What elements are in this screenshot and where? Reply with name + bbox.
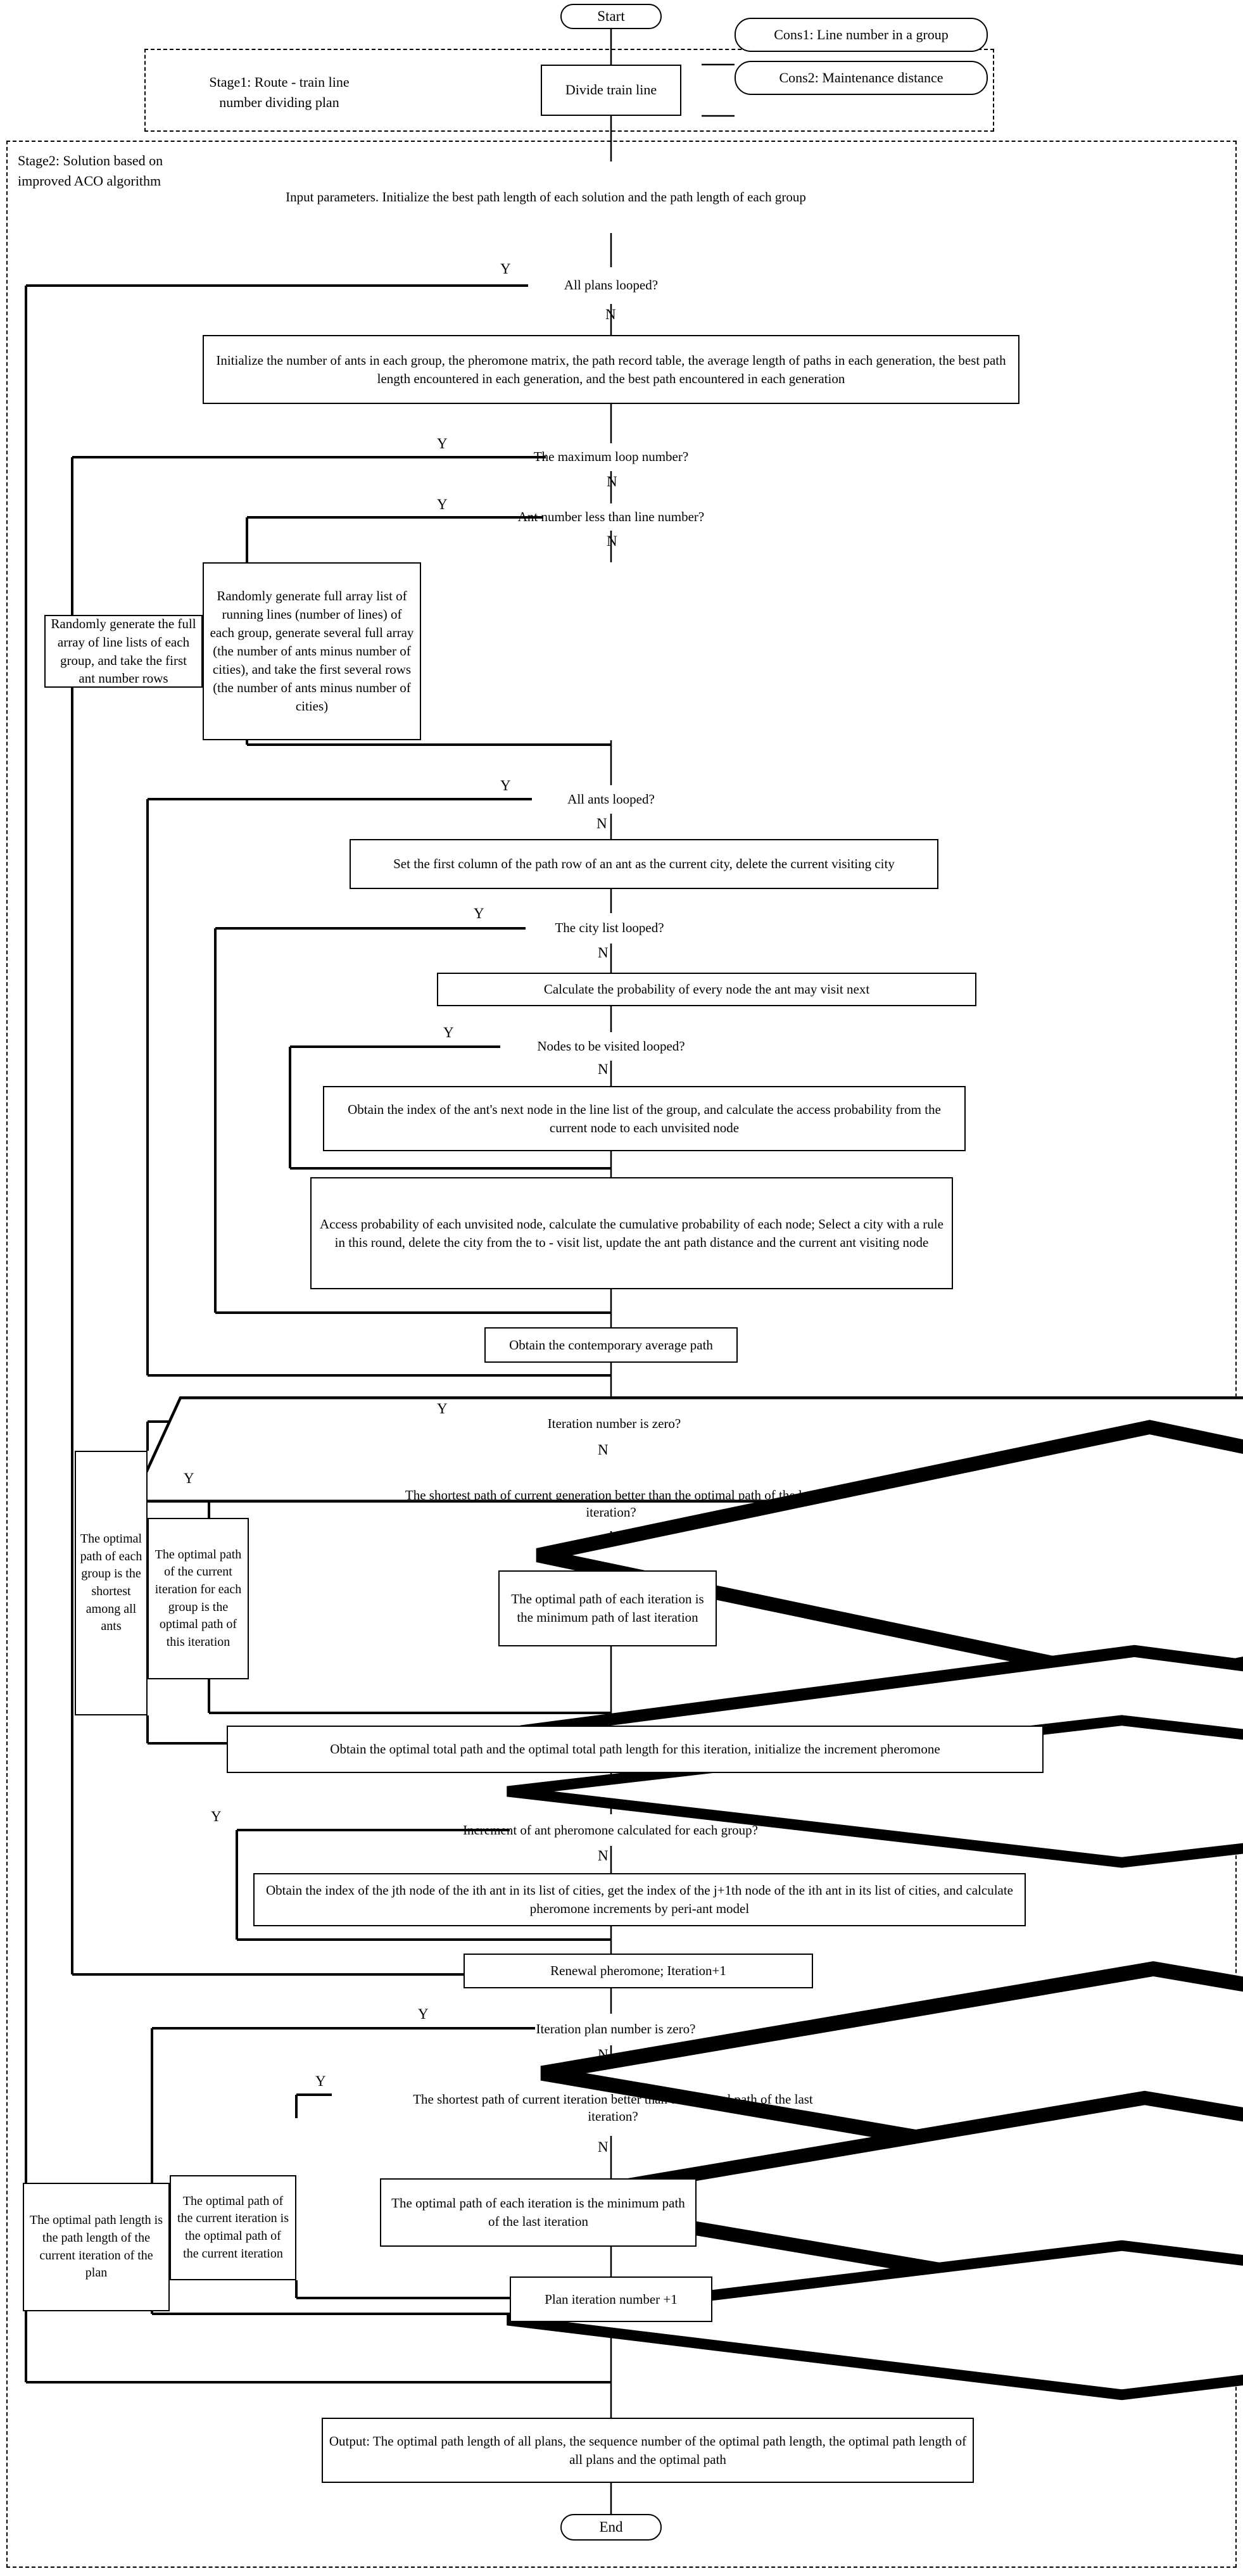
branch-n-iteration-plan-zero: N <box>598 2047 609 2062</box>
obtain-optimal-total-node: Obtain the optimal total path and the op… <box>227 1726 1044 1773</box>
decision-increment-pheromone-group: Increment of ant pheromone calculated fo… <box>237 1814 984 1847</box>
decision-ant-number-less: Ant number less than line number? <box>500 503 1243 1868</box>
optimal-path-group-shortest-node: The optimal path of each group is the sh… <box>75 1451 148 1715</box>
branch-n-all-ants: N <box>596 816 607 831</box>
branch-y-nodes-visited: Y <box>443 1025 454 1040</box>
branch-n-increment-pheromone: N <box>598 1848 609 1864</box>
input-parameters-label: Input parameters. Initialize the best pa… <box>286 189 806 205</box>
input-parameters-node: Input parameters. Initialize the best pa… <box>131 161 1243 1503</box>
decision-shortest-gen-better: The shortest path of current generation … <box>209 1475 1013 1532</box>
stage1-label: Stage1: Route - train line number dividi… <box>209 74 350 110</box>
branch-n-nodes-visited: N <box>598 1061 609 1077</box>
access-probability-node: Access probability of each unvisited nod… <box>310 1177 953 1289</box>
decision-iteration-plan-zero: Iteration plan number is zero? <box>535 2014 697 2045</box>
branch-y-iteration-zero: Y <box>437 1401 448 1417</box>
branch-n-city-list: N <box>598 945 609 961</box>
branch-n-shortest-gen: N <box>598 1534 609 1550</box>
output-node: Output: The optimal path length of all p… <box>322 2418 974 2483</box>
branch-y-shortest-gen: Y <box>184 1470 194 1486</box>
decision-shortest-iter-better: The shortest path of current iteration b… <box>296 2080 930 2136</box>
optimal-path-current-iter-group-node: The optimal path of the current iteratio… <box>148 1518 249 1679</box>
random-full-array-right-node: Randomly generate full array list of run… <box>203 562 421 740</box>
end-terminal: End <box>560 2514 662 2541</box>
constraint-2: Cons2: Maintenance distance <box>735 61 988 95</box>
stage2-container <box>6 141 1237 2568</box>
branch-y-city-list: Y <box>474 906 484 921</box>
stage1-container <box>144 49 994 132</box>
random-full-array-left-node: Randomly generate the full array of line… <box>44 615 203 688</box>
optimal-path-each-iter-min2-node: The optimal path of each iteration is th… <box>380 2178 697 2247</box>
branch-n-iteration-zero: N <box>598 1442 609 1458</box>
decision-all-ants-looped: All ants looped? <box>532 785 1243 2185</box>
decision-iteration-number-zero: Iteration number is zero? <box>529 1409 700 1439</box>
optimal-path-length-plan-node: The optimal path length is the path leng… <box>23 2183 170 2311</box>
branch-y-shortest-iter: Y <box>315 2073 326 2089</box>
branch-y-increment-pheromone: Y <box>211 1809 222 1824</box>
branch-y-all-plans: Y <box>500 261 511 277</box>
branch-y-max-loop: Y <box>437 436 448 451</box>
branch-n-max-loop: N <box>607 474 617 489</box>
renewal-pheromone-node: Renewal pheromone; Iteration+1 <box>464 1954 813 1988</box>
branch-y-ant-number: Y <box>437 496 448 512</box>
branch-n-all-plans: N <box>605 306 616 322</box>
branch-n-shortest-iter: N <box>598 2139 609 2155</box>
start-terminal: Start <box>560 4 662 29</box>
branch-n-ant-number: N <box>607 533 617 549</box>
divide-train-line-process: Divide train line <box>541 65 681 116</box>
plan-iteration-number-node: Plan iteration number +1 <box>510 2276 712 2322</box>
obtain-index-jth-node: Obtain the index of the jth node of the … <box>253 1873 1026 1926</box>
branch-y-all-ants: Y <box>500 778 511 793</box>
branch-y-iteration-plan-zero: Y <box>418 2006 429 2022</box>
set-first-column-node: Set the first column of the path row of … <box>350 839 938 889</box>
optimal-path-each-iter-min-node: The optimal path of each iteration is th… <box>498 1570 717 1646</box>
decision-all-plans-looped: All plans looped? <box>528 267 1243 1691</box>
constraint-1: Cons1: Line number in a group <box>735 18 988 52</box>
optimal-path-current-iter-node: The optimal path of the current iteratio… <box>170 2175 296 2280</box>
calculate-probability-node: Calculate the probability of every node … <box>437 973 976 1006</box>
initialize-ants-node: Initialize the number of ants in each gr… <box>203 335 1019 404</box>
obtain-index-next-node: Obtain the index of the ant's next node … <box>323 1086 966 1151</box>
decision-max-loop-number: The maximum loop number? <box>513 443 1243 1818</box>
obtain-average-path-node: Obtain the contemporary average path <box>484 1327 738 1363</box>
decision-nodes-visited-looped: Nodes to be visited looped? <box>500 1032 1243 2401</box>
stage2-label: Stage2: Solution based on improved ACO a… <box>18 153 163 189</box>
decision-city-list-looped: The city list looped? <box>526 913 1243 2312</box>
